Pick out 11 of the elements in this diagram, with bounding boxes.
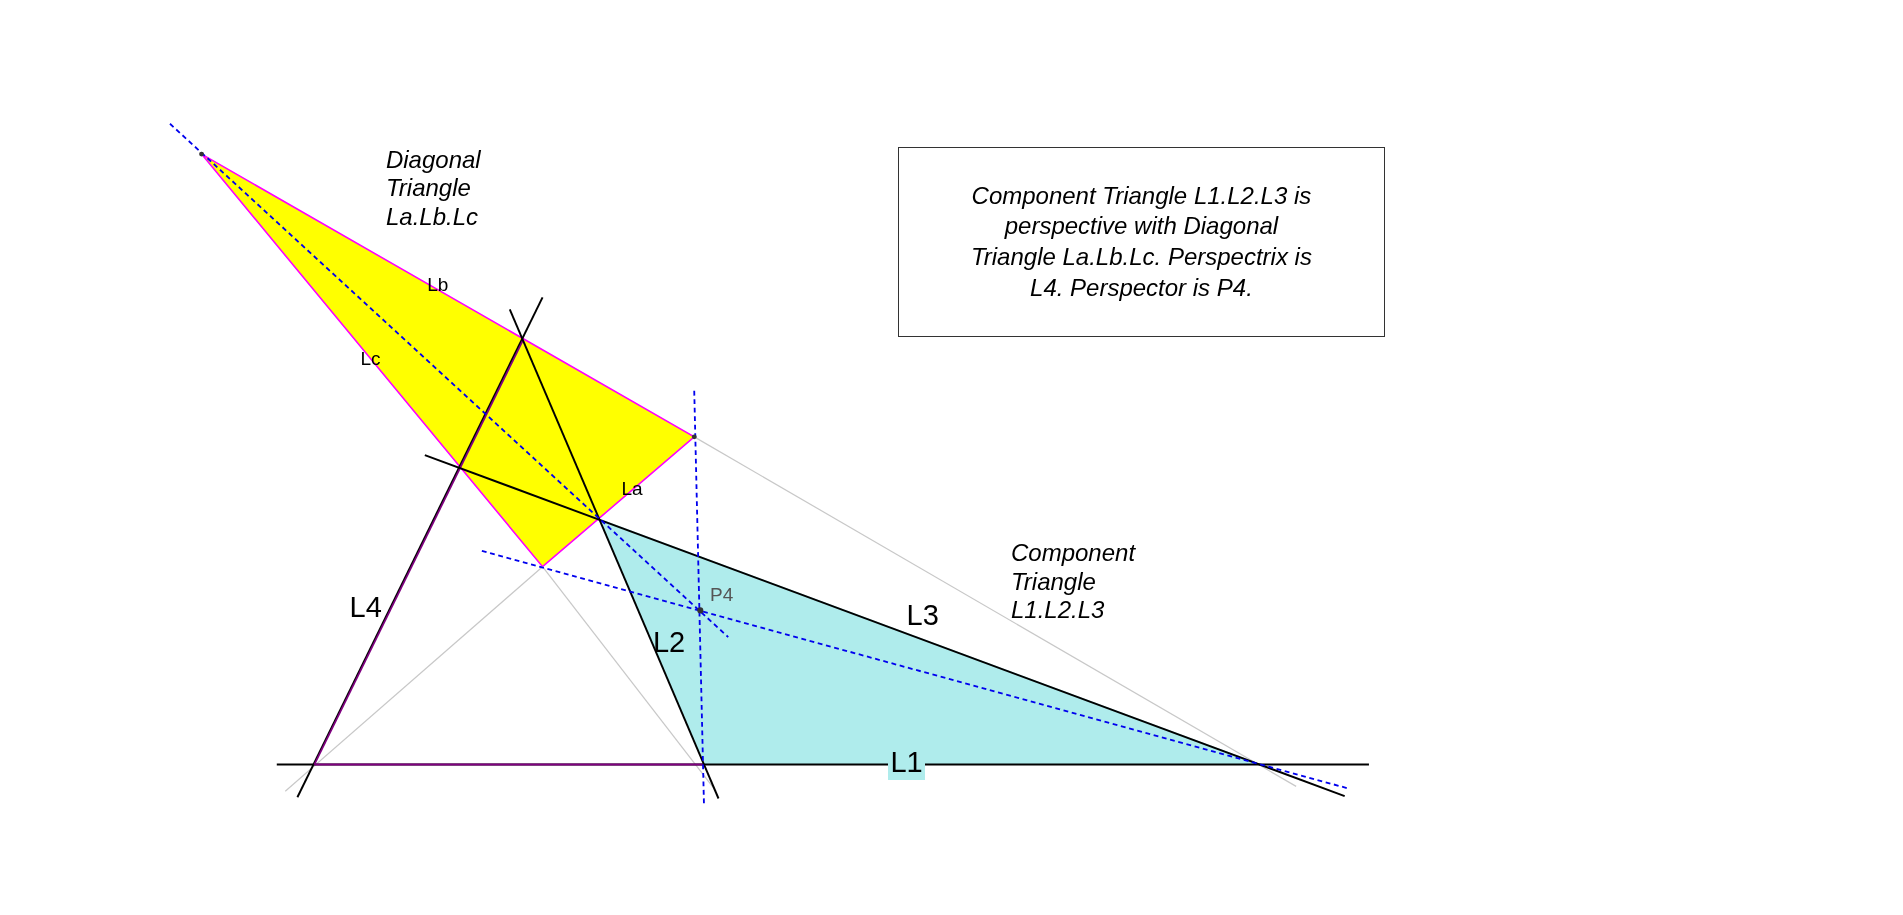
line-label: L2 <box>652 625 686 660</box>
line-label: Lc <box>360 348 381 372</box>
text-box <box>898 146 1385 338</box>
triangle-caption: Component Triangle L1.L2.L3 <box>1010 538 1137 626</box>
line-label: La <box>621 478 643 501</box>
point-label: P4 <box>709 583 734 607</box>
line-label: Lb <box>427 274 449 298</box>
line-label: L3 <box>906 598 939 634</box>
statement-text: Component Triangle L1.L2.L3 is perspective with Diagonal Triangle La.Lb.Lc. Perspectrix is L4. Perspector is P4. <box>969 180 1313 303</box>
triangle-caption: Diagonal Triangle La.Lb.Lc <box>385 145 482 232</box>
line-label: L4 <box>349 589 382 625</box>
